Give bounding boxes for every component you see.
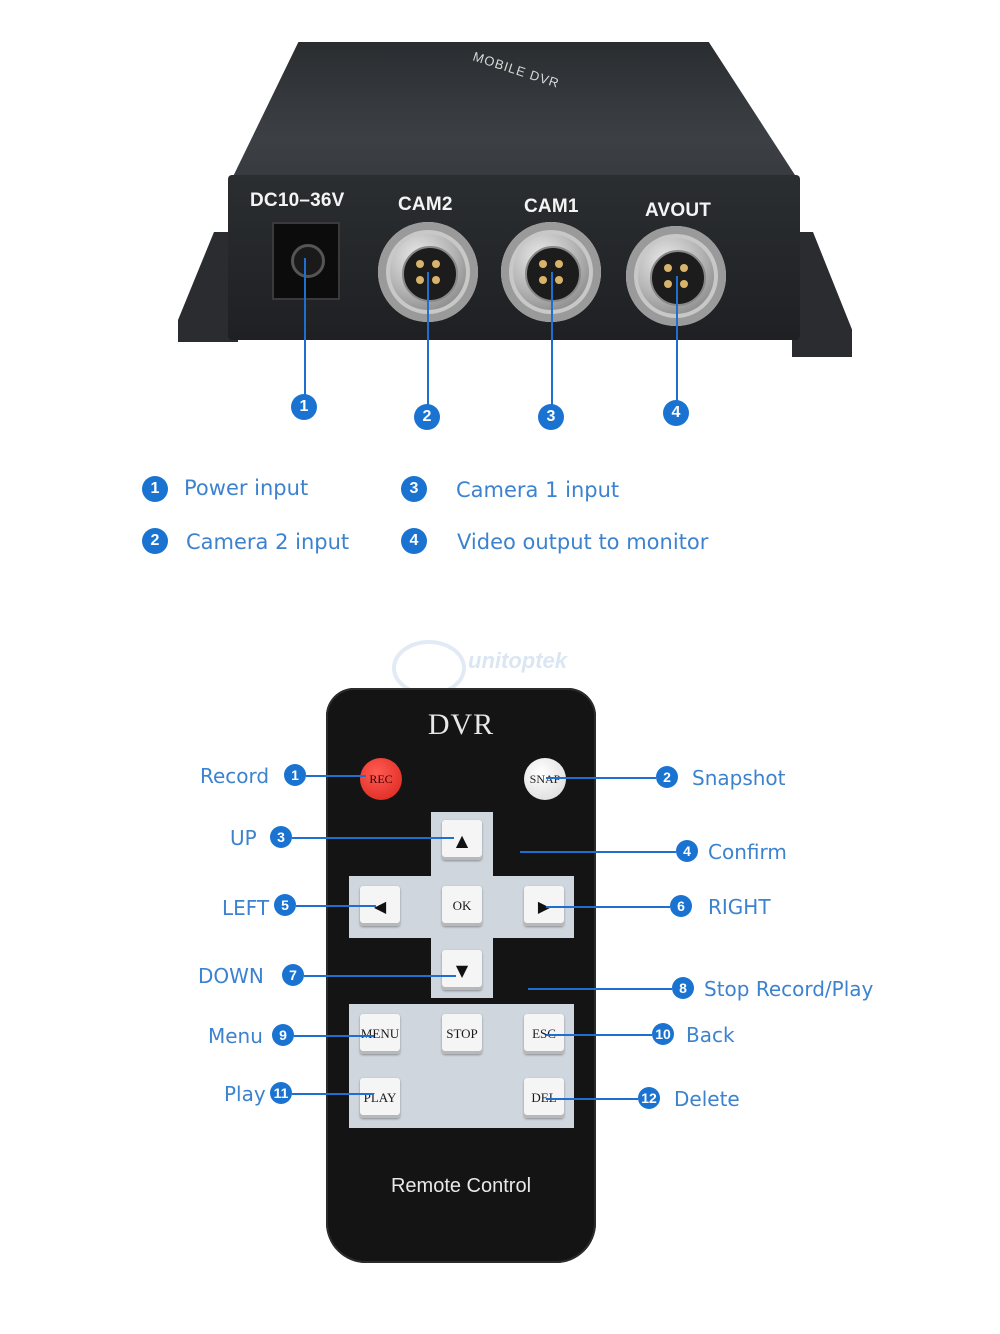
down-button[interactable]: ▼: [442, 950, 482, 990]
label-play: Play: [224, 1082, 266, 1106]
remote-line-9: [294, 1035, 374, 1037]
dc-power-jack: [272, 222, 340, 300]
remote-badge-12: 12: [638, 1087, 660, 1109]
ok-button[interactable]: OK: [442, 886, 482, 926]
remote-badge-9: 9: [272, 1024, 294, 1046]
left-arrow-icon: ◀: [373, 896, 387, 916]
label-stop-record-play: Stop Record/Play: [704, 977, 874, 1001]
label-down: DOWN: [198, 964, 264, 988]
label-menu: Menu: [208, 1024, 263, 1048]
snap-button[interactable]: SNAP: [524, 758, 566, 800]
remote-line-2: [546, 777, 656, 779]
play-button[interactable]: PLAY: [360, 1078, 400, 1118]
legend-badge-3: 3: [401, 476, 427, 502]
remote-line-11: [292, 1093, 374, 1095]
label-delete: Delete: [674, 1087, 740, 1111]
legend-badge-4: 4: [401, 528, 427, 554]
remote-badge-3: 3: [270, 826, 292, 848]
port-label-cam2: CAM2: [398, 194, 453, 215]
remote-badge-7: 7: [282, 964, 304, 986]
legend-text-camera1-input: Camera 1 input: [456, 478, 620, 502]
left-button[interactable]: ◀: [360, 886, 400, 926]
rec-button[interactable]: REC: [360, 758, 402, 800]
remote-line-5: [296, 905, 376, 907]
remote-badge-4: 4: [676, 840, 698, 862]
port-label-avout: AVOUT: [645, 200, 712, 221]
callout-line-2: [427, 272, 429, 405]
remote-badge-1: 1: [284, 764, 306, 786]
menu-button[interactable]: MENU: [360, 1014, 400, 1054]
remote-line-4: [520, 851, 676, 853]
remote-line-3: [292, 837, 454, 839]
remote-line-10: [546, 1034, 652, 1036]
callout-line-4: [676, 276, 678, 401]
watermark-text: unitoptek: [468, 648, 567, 673]
stop-button[interactable]: STOP: [442, 1014, 482, 1054]
label-confirm: Confirm: [708, 840, 787, 864]
port-label-cam1: CAM1: [524, 196, 579, 217]
remote-badge-10: 10: [652, 1023, 674, 1045]
callout-badge-2: 2: [414, 404, 440, 430]
mounting-flange-right: [792, 232, 852, 357]
callout-line-3: [551, 272, 553, 405]
remote-brand-label: DVR: [427, 708, 495, 741]
cam2-connector: [378, 222, 478, 322]
legend-text-camera2-input: Camera 2 input: [186, 530, 350, 554]
right-arrow-icon: ▶: [537, 896, 551, 916]
callout-badge-3: 3: [538, 404, 564, 430]
remote-line-7: [304, 975, 456, 977]
remote-badge-5: 5: [274, 894, 296, 916]
cam1-connector: [501, 222, 601, 322]
legend-text-video-output: Video output to monitor: [457, 530, 709, 554]
remote-badge-11: 11: [270, 1082, 292, 1104]
legend-text-power-input: Power input: [184, 476, 309, 500]
avout-connector: [626, 226, 726, 326]
port-label-power: DC10–36V: [250, 190, 345, 211]
up-button[interactable]: ▲: [442, 820, 482, 860]
label-snapshot: Snapshot: [692, 766, 786, 790]
remote-badge-2: 2: [656, 766, 678, 788]
remote-line-1: [306, 775, 366, 777]
legend-badge-1: 1: [142, 476, 168, 502]
label-back: Back: [686, 1023, 735, 1047]
callout-line-1: [304, 258, 306, 395]
callout-badge-4: 4: [663, 400, 689, 426]
remote-line-12: [546, 1098, 638, 1100]
remote-badge-8: 8: [672, 977, 694, 999]
dvr-top-panel: [230, 42, 800, 183]
remote-badge-6: 6: [670, 895, 692, 917]
remote-footer-label: Remote Control: [390, 1175, 532, 1197]
legend-badge-2: 2: [142, 528, 168, 554]
label-up: UP: [230, 826, 257, 850]
up-arrow-icon: ▲: [455, 830, 469, 850]
label-left: LEFT: [222, 896, 270, 920]
label-record: Record: [200, 764, 270, 788]
callout-badge-1: 1: [291, 394, 317, 420]
remote-line-6: [546, 906, 670, 908]
down-arrow-icon: ▼: [455, 960, 469, 980]
label-right: RIGHT: [708, 895, 771, 919]
remote-line-8: [528, 988, 672, 990]
